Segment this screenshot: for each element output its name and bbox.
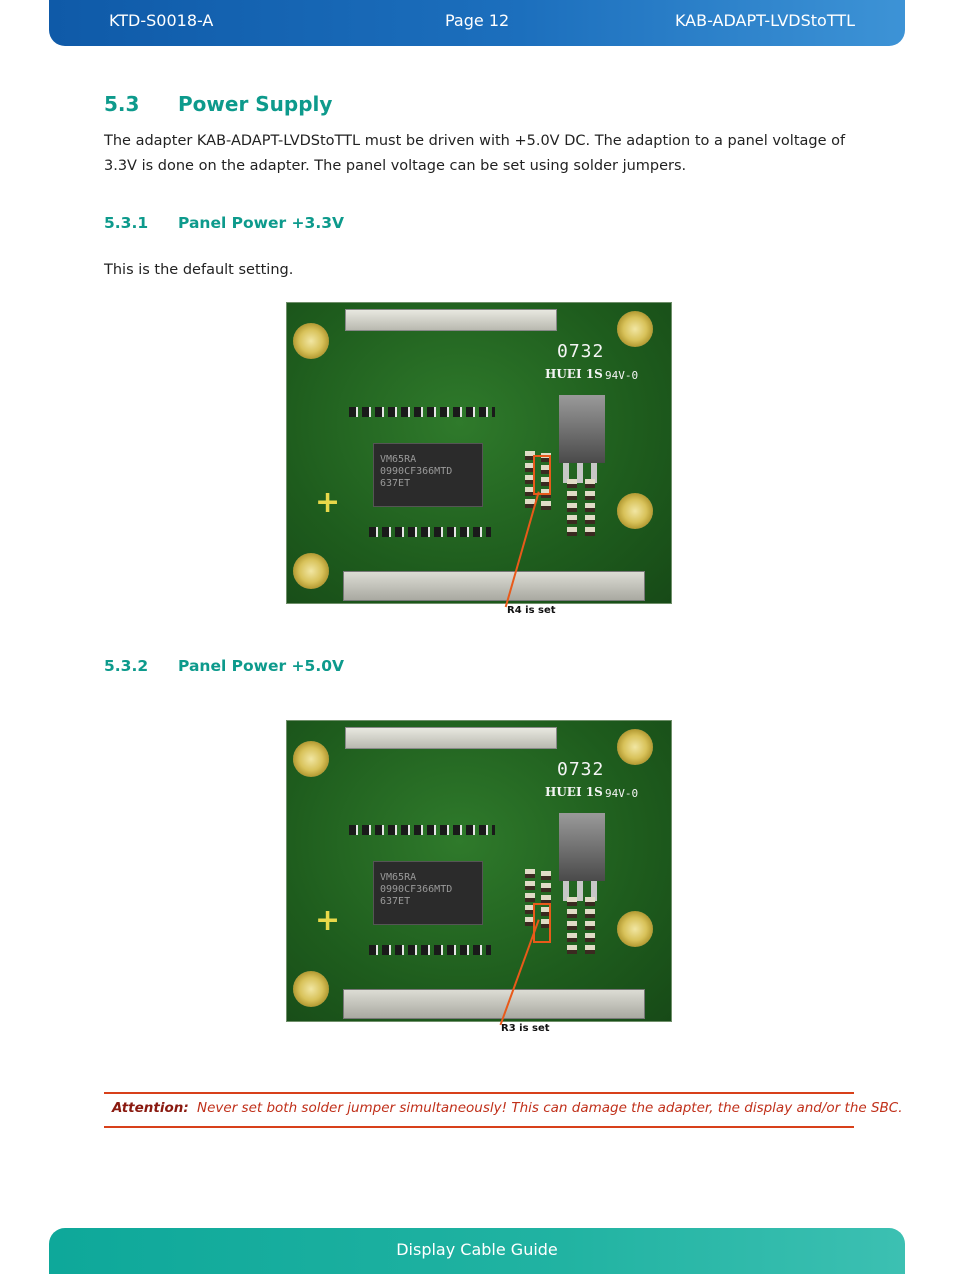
bottom-connector: [343, 989, 645, 1019]
resistor-row: [369, 527, 491, 537]
page-footer: Display Cable Guide: [49, 1228, 905, 1274]
doc-id: KTD-S0018-A: [109, 11, 214, 30]
mounting-hole: [293, 971, 329, 1007]
section-paragraph: The adapter KAB-ADAPT-LVDStoTTL must be …: [104, 133, 846, 174]
product-name: KAB-ADAPT-LVDStoTTL: [674, 11, 855, 30]
section-title: Power Supply: [178, 92, 333, 116]
silk-date-code: 0732: [557, 341, 605, 362]
photo-caption: R3 is set: [501, 1023, 550, 1034]
subsection-heading-3v3: 5.3.1 Panel Power +3.3V: [104, 214, 344, 232]
polarity-mark: +: [315, 485, 341, 520]
section-number: 5.3: [104, 92, 140, 116]
attention-text: Never set both solder jumper simultaneou…: [197, 1100, 903, 1116]
top-connector: [345, 727, 557, 749]
voltage-regulator: [559, 813, 605, 881]
solder-jumper-column: [525, 869, 535, 929]
footer-title: Display Cable Guide: [396, 1240, 558, 1259]
bottom-connector: [343, 571, 645, 601]
mounting-hole: [617, 493, 653, 529]
subsection-heading-5v0: 5.3.2 Panel Power +5.0V: [104, 657, 344, 675]
silk-date-code: 0732: [557, 759, 605, 780]
top-connector: [345, 309, 557, 331]
attention-label: Attention:: [112, 1100, 189, 1116]
jumper-marker-r4: [533, 455, 551, 495]
board-photo-5v0: 0732 HUEI 1S 94V-0 VM65RA 0990CF366MTD 6…: [286, 720, 672, 1034]
subsection-number: 5.3.2: [104, 657, 149, 675]
capacitor-column: [567, 479, 577, 537]
resistor-row: [369, 945, 491, 955]
polarity-mark: +: [315, 903, 341, 938]
attention-box: Attention: Never set both solder jumper …: [104, 1092, 903, 1128]
subsection-title: Panel Power +5.0V: [178, 657, 344, 675]
page-header: KTD-S0018-A Page 12 KAB-ADAPT-LVDStoTTL: [49, 0, 905, 46]
mounting-hole: [293, 553, 329, 589]
section-heading: 5.3 Power Supply: [104, 92, 332, 116]
solder-jumper-column: [541, 453, 551, 511]
resistor-network: [349, 825, 495, 835]
capacitor-column: [567, 897, 577, 955]
mounting-hole: [617, 729, 653, 765]
chip-marking: VM65RA 0990CF366MTD 637ET: [380, 454, 453, 489]
photo-caption: R4 is set: [507, 605, 556, 616]
silk-maker: HUEI 1S: [545, 367, 603, 381]
solder-jumper-column: [525, 451, 535, 511]
capacitor-column: [585, 479, 595, 537]
regulator-legs: [563, 881, 603, 901]
silk-maker: HUEI 1S: [545, 785, 603, 799]
board-photo-3v3: 0732 HUEI 1S 94V-0 VM65RA 0990CF366MTD 6…: [286, 302, 672, 616]
resistor-network: [349, 407, 495, 417]
subsection-number: 5.3.1: [104, 214, 149, 232]
jumper-marker-r3: [533, 903, 551, 943]
lvds-receiver-chip: VM65RA 0990CF366MTD 637ET: [373, 861, 483, 925]
subsection-title: Panel Power +3.3V: [178, 214, 344, 232]
page-number: Page 12: [445, 11, 510, 30]
mounting-hole: [293, 323, 329, 359]
chip-marking: VM65RA 0990CF366MTD 637ET: [380, 872, 453, 907]
lvds-receiver-chip: VM65RA 0990CF366MTD 637ET: [373, 443, 483, 507]
silk-rating: 94V-0: [605, 369, 639, 382]
solder-jumper-column: [541, 871, 551, 929]
silk-rating: 94V-0: [605, 787, 639, 800]
mounting-hole: [617, 911, 653, 947]
mounting-hole: [617, 311, 653, 347]
subsection-paragraph: This is the default setting.: [104, 262, 294, 278]
mounting-hole: [293, 741, 329, 777]
regulator-legs: [563, 463, 603, 483]
capacitor-column: [585, 897, 595, 955]
voltage-regulator: [559, 395, 605, 463]
